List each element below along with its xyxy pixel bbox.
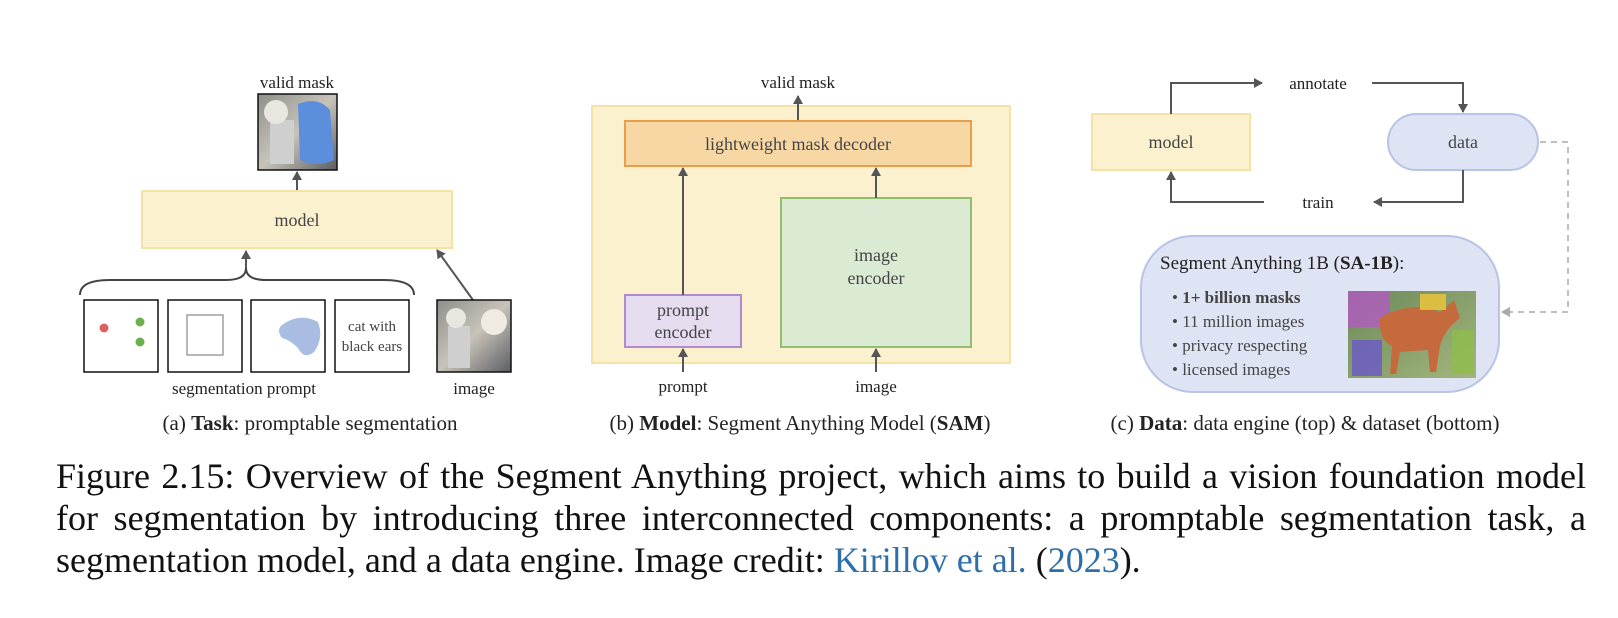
bullet-4: • licensed images	[1172, 360, 1290, 379]
data-panel: model data annotate train Segment Anythi…	[1091, 74, 1569, 435]
model-valid-mask-label: valid mask	[761, 73, 836, 92]
bullet-3: • privacy respecting	[1172, 336, 1308, 355]
task-panel: valid mask model cat with	[79, 73, 512, 435]
text-prompt-line1: cat with	[348, 319, 396, 335]
citation-close: ).	[1119, 540, 1141, 580]
box-prompt	[167, 299, 243, 373]
annotate-arrow-right	[1372, 82, 1468, 113]
annotate-label: annotate	[1289, 74, 1347, 93]
text-prompt-line2: black ears	[342, 339, 403, 355]
train-label: train	[1302, 193, 1334, 212]
text-prompt: cat with black ears	[334, 299, 410, 373]
model-image-label: image	[855, 377, 897, 396]
model-prompt-label: prompt	[658, 377, 707, 396]
sa1b-title: Segment Anything 1B (SA-1B):	[1160, 253, 1404, 274]
image-encoder-label-1: image	[854, 245, 898, 265]
data-subcaption: (c) Data: data engine (top) & dataset (b…	[1111, 411, 1500, 435]
model-subcaption: (b) Model: Segment Anything Model (SAM)	[610, 411, 991, 435]
sa1b-sample-image	[1348, 291, 1476, 378]
train-arrow-left	[1166, 171, 1264, 203]
model-panel: valid mask lightweight mask decoder imag…	[591, 73, 1011, 435]
image-encoder-box	[780, 197, 972, 348]
data-label: data	[1448, 132, 1478, 152]
prompt-encoder-box	[624, 294, 742, 348]
segmentation-prompt-label: segmentation prompt	[172, 379, 316, 398]
train-arrow-right	[1373, 170, 1464, 207]
brace-icon	[79, 267, 415, 296]
caption-text: Figure 2.15: Overview of the Segment Any…	[56, 456, 1586, 580]
task-subcaption: (a) Task: promptable segmentation	[163, 411, 458, 435]
task-image-label: image	[453, 379, 495, 398]
task-model-label: model	[275, 210, 320, 230]
prompt-encoder-label-2: encoder	[655, 322, 712, 342]
prompt-encoder-label-1: prompt	[657, 300, 709, 320]
data-model-label: model	[1149, 132, 1194, 152]
task-output-image	[257, 93, 338, 171]
point-prompt	[83, 299, 159, 373]
citation-author-link[interactable]: Kirillov et al.	[833, 540, 1027, 580]
image-encoder-label-2: encoder	[848, 268, 905, 288]
figure-caption: Figure 2.15: Overview of the Segment Any…	[56, 455, 1586, 581]
mask-decoder-label: lightweight mask decoder	[705, 134, 891, 154]
task-model-box	[141, 190, 453, 249]
mask-decoder-box	[624, 120, 972, 167]
citation-open: (	[1026, 540, 1048, 580]
citation-year-link[interactable]: 2023	[1047, 540, 1120, 580]
bullet-1: • 1+ billion masks	[1172, 288, 1301, 307]
sam-figure: valid mask model cat with	[79, 73, 1569, 435]
task-valid-mask-label: valid mask	[260, 73, 335, 92]
annotate-arrow-left	[1170, 78, 1263, 114]
bullet-2: • 11 million images	[1172, 312, 1304, 331]
task-arrow-from-image	[436, 249, 474, 301]
mask-prompt	[250, 299, 326, 373]
dataset-dashed-arrow	[1501, 141, 1569, 317]
task-input-image	[436, 299, 512, 373]
